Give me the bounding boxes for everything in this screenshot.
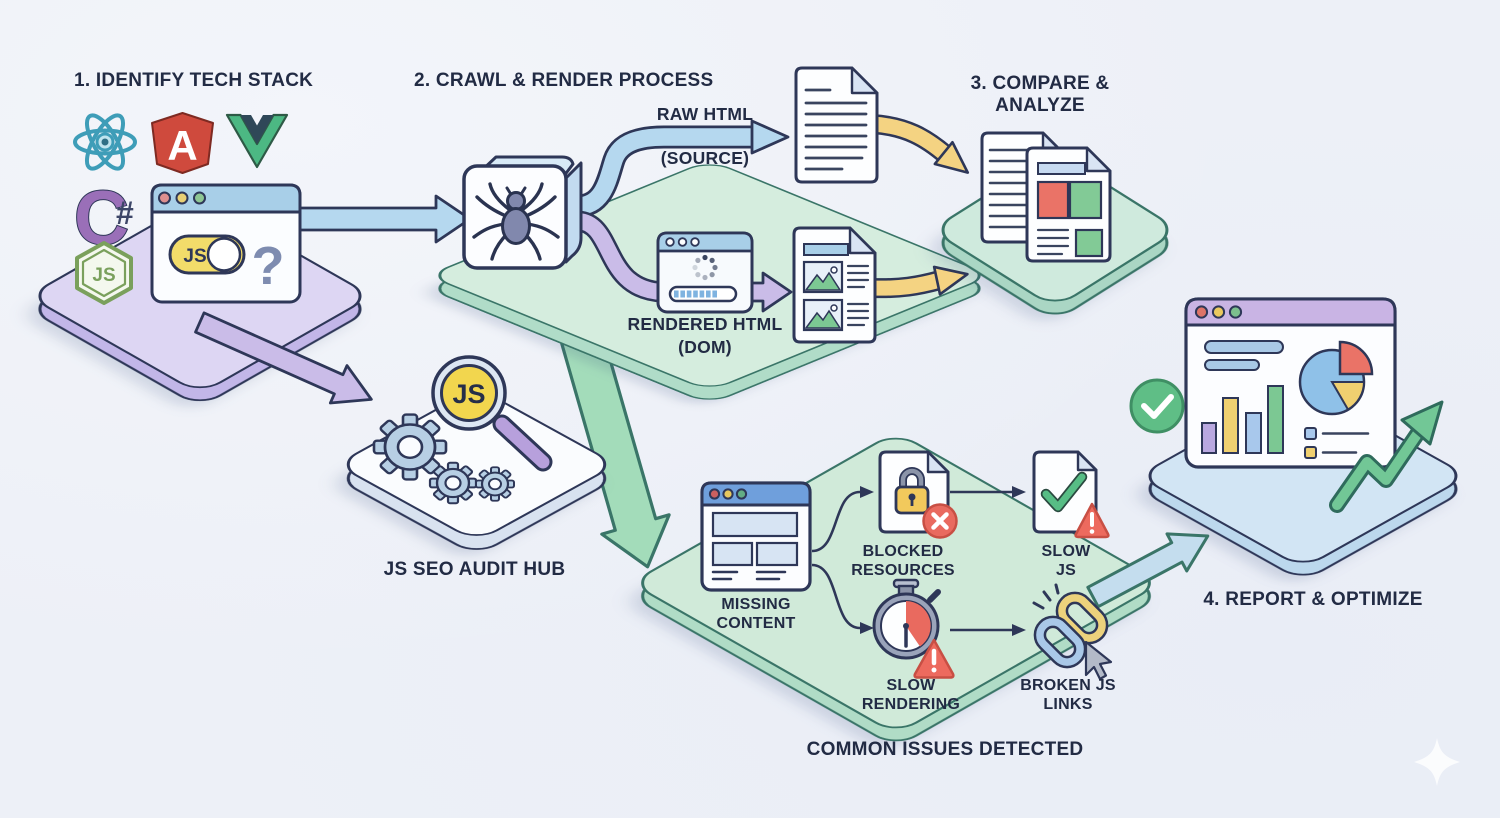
browser-dot-yellow <box>175 191 189 205</box>
missing-content-label: MISSING CONTENT <box>698 595 814 633</box>
js-toggle: JS <box>168 234 246 275</box>
gear-icon-medium <box>428 461 478 505</box>
issue-label-line: SLOW <box>886 677 936 694</box>
slow-js-icon <box>1032 450 1110 539</box>
slow-js-label: SLOW JS <box>1008 542 1124 580</box>
svg-text:JS: JS <box>452 379 485 409</box>
step3-title-line1: 3. COMPARE & <box>970 73 1110 94</box>
arrow-raw-to-compare <box>871 114 970 174</box>
svg-text:JS: JS <box>92 265 115 286</box>
diff-added-block <box>1068 180 1103 220</box>
broken-js-links-icon <box>1032 583 1113 681</box>
spinner-icon <box>692 254 718 281</box>
browser-dot-green <box>193 191 206 205</box>
pie-chart-icon <box>1298 340 1374 416</box>
issue-label-line: RESOURCES <box>851 562 955 579</box>
bar-chart-icon <box>1201 385 1284 454</box>
slow-rendering-icon <box>872 578 955 679</box>
image-placeholder <box>802 260 844 294</box>
rendered-html-document <box>792 226 877 344</box>
progress-bar <box>668 285 738 303</box>
vue-logo-icon <box>225 113 289 169</box>
arrow-rendered-to-compare <box>871 265 969 299</box>
raw-html-document <box>794 66 879 184</box>
arrow-tech-to-hub <box>194 311 373 405</box>
issue-label-line: MISSING <box>721 596 791 613</box>
issue-label-line: RENDERING <box>861 696 961 713</box>
diff-removed-block <box>1036 180 1070 220</box>
crawler-spider-cube <box>462 155 583 270</box>
arrow-tech-to-crawler <box>296 194 472 244</box>
sparkle-watermark <box>1414 738 1460 786</box>
spider-icon <box>472 182 560 261</box>
nodejs-logo-icon: JS <box>75 241 133 305</box>
hub-label: JS SEO AUDIT HUB <box>383 559 566 580</box>
broken-js-links-label: BROKEN JS LINKS <box>1000 676 1136 714</box>
success-check-icon <box>1129 378 1185 434</box>
react-logo-icon <box>73 113 137 171</box>
issue-label-line: LINKS <box>1043 696 1093 713</box>
question-mark-icon: ? <box>252 236 285 296</box>
image-placeholder <box>802 298 844 332</box>
error-badge-icon <box>922 503 958 539</box>
arrow-issues-to-report <box>1086 532 1210 609</box>
issues-connectors <box>811 486 1026 636</box>
step4-title: 4. REPORT & OPTIMIZE <box>1203 589 1423 610</box>
js-magnifier-icon: JS <box>431 355 553 472</box>
gear-icon-large <box>372 413 448 481</box>
svg-text:#: # <box>116 195 134 231</box>
issue-label-line: BROKEN JS <box>1020 677 1116 694</box>
arrow-crawler-to-raw-html <box>576 119 790 218</box>
svg-text:A: A <box>167 122 197 169</box>
step2-title: 2. CRAWL & RENDER PROCESS <box>414 70 714 91</box>
slow-rendering-label: SLOW RENDERING <box>843 676 979 714</box>
gear-icon-small <box>475 466 515 502</box>
angular-logo-icon: A <box>151 112 214 174</box>
issue-label-line: CONTENT <box>716 615 796 632</box>
legend-rows <box>1304 427 1370 459</box>
step3-title-line2: ANALYZE <box>995 94 1085 116</box>
diff-added-block <box>1074 228 1104 258</box>
step3-title: 3. COMPARE & ANALYZE <box>955 73 1125 116</box>
rendering-browser-window <box>656 231 754 314</box>
issues-title: COMMON ISSUES DETECTED <box>806 739 1084 760</box>
step1-title: 1. IDENTIFY TECH STACK <box>74 70 314 91</box>
blocked-resources-label: BLOCKED RESOURCES <box>836 542 970 580</box>
svg-text:JS: JS <box>183 246 206 267</box>
issue-label-line: BLOCKED <box>862 543 944 560</box>
svg-text:C: C <box>74 176 129 261</box>
rendered-html-sub-label: (DOM) <box>678 337 732 357</box>
report-dashboard-window <box>1184 297 1397 469</box>
browser-dot-red <box>158 191 171 205</box>
issue-label-line: JS <box>1055 562 1077 579</box>
raw-html-sub-label: (SOURCE) <box>660 148 750 168</box>
tech-browser-window: JS ? <box>150 183 302 304</box>
blocked-resources-icon <box>878 450 958 539</box>
arrow-crawl-to-issues <box>560 330 671 569</box>
growth-arrow-icon <box>1329 400 1444 513</box>
missing-content-browser <box>700 481 812 592</box>
issue-label-line: SLOW <box>1041 543 1091 560</box>
cursor-icon <box>1084 640 1113 681</box>
warning-triangle-icon <box>913 638 955 679</box>
compare-documents <box>980 131 1112 263</box>
warning-triangle-icon <box>1074 502 1110 539</box>
arrow-renderer-to-rendered-html <box>748 271 793 313</box>
arrow-crawler-to-renderer <box>576 210 664 303</box>
raw-html-label: RAW HTML <box>656 104 754 124</box>
rendered-html-label: RENDERED HTML <box>627 314 783 334</box>
csharp-logo-icon: C # <box>73 175 134 262</box>
